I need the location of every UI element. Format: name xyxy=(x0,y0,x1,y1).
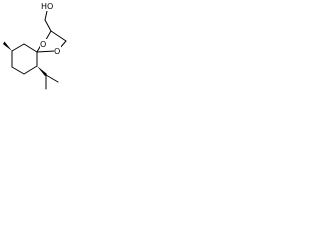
methyl-wedge-bond xyxy=(3,41,12,51)
bond-c8-c9 xyxy=(11,66,25,75)
bond-c4-c5 xyxy=(50,30,67,42)
isopropyl-wedge-bond xyxy=(37,66,47,76)
chemical-structure-diagram: HO O O xyxy=(3,2,67,90)
bond-c9-c10 xyxy=(23,65,38,75)
bond-isopropyl-methyl-2 xyxy=(45,74,59,83)
hydroxyl-label-bg xyxy=(40,2,57,11)
ring-oxygen-label-upper: O xyxy=(40,40,46,49)
bond-ch2-oh xyxy=(44,10,48,21)
oxygen-label-bg-lower xyxy=(54,46,61,55)
hydroxyl-label: HO xyxy=(41,2,53,11)
bond-c6-c7 xyxy=(11,43,25,52)
bond-spiro-c6 xyxy=(23,43,38,53)
ring-oxygen-label-lower: O xyxy=(54,47,60,56)
bond-ring-ch2 xyxy=(44,19,52,32)
bond-o1-spiro xyxy=(36,50,56,53)
oxygen-label-bg-upper xyxy=(40,39,47,48)
